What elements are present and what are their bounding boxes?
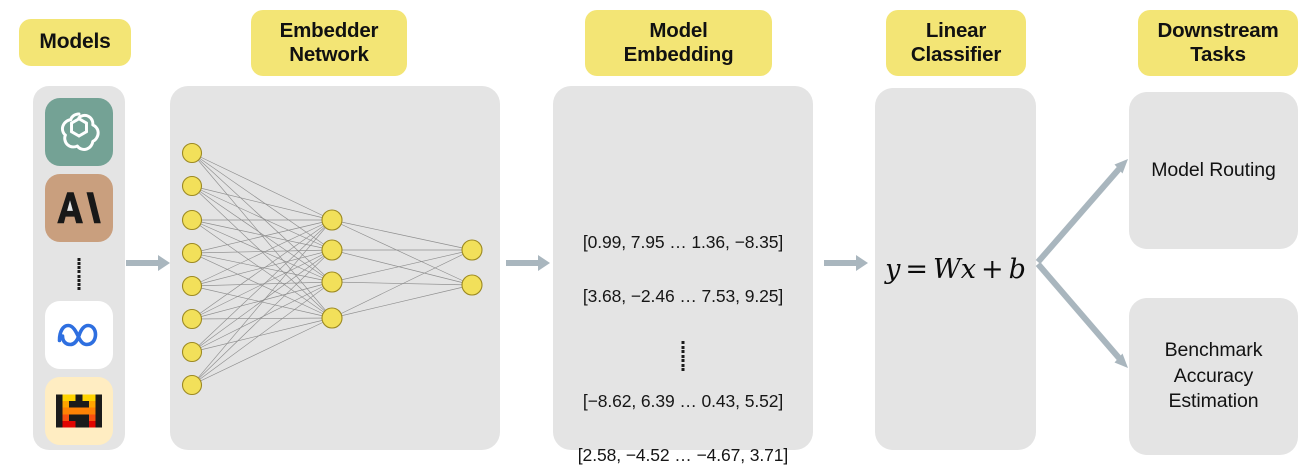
openai-logo bbox=[45, 98, 113, 166]
formula-plus: + bbox=[980, 253, 1004, 285]
embedding-ellipsis-icon bbox=[681, 341, 685, 371]
linear-classifier-panel: y = W x + b bbox=[875, 88, 1036, 450]
anthropic-logo bbox=[45, 174, 113, 242]
embedding-vector-row: [3.68, −2.46 … 7.53, 9.25] bbox=[582, 286, 784, 306]
models-ellipsis-icon bbox=[77, 258, 81, 290]
arrow-embedder-to-embedding bbox=[506, 255, 550, 271]
formula-equals: = bbox=[905, 253, 928, 285]
embedding-vector-row: [−8.62, 6.39 … 0.43, 5.52] bbox=[582, 391, 784, 411]
classifier-formula: y = W x + b bbox=[875, 88, 1036, 450]
header-pill-downstream-tasks: Downstream Tasks bbox=[1138, 10, 1298, 76]
header-pill-embedder-network: Embedder Network bbox=[251, 10, 407, 76]
header-pill-models: Models bbox=[19, 19, 131, 66]
neural-network-graphic bbox=[181, 142, 483, 396]
formula-x: x bbox=[960, 253, 976, 285]
arrow-embedding-to-classifier bbox=[824, 255, 868, 271]
arrow-classifier-to-benchmark-accuracy bbox=[1035, 262, 1128, 368]
header-pill-model-embedding: Model Embedding bbox=[585, 10, 772, 76]
embedding-vector-row: [0.99, 7.95 … 1.36, −8.35] bbox=[582, 232, 784, 252]
model-embedding-panel: [0.99, 7.95 … 1.36, −8.35] [3.68, −2.46 … bbox=[553, 86, 813, 465]
formula-y: y bbox=[885, 253, 901, 285]
embedder-network-panel bbox=[170, 86, 500, 450]
arrow-models-to-embedder bbox=[126, 255, 170, 271]
embedding-vector-row: [2.58, −4.52 … −4.67, 3.71] bbox=[577, 445, 789, 465]
mistral-logo bbox=[45, 377, 113, 445]
downstream-task-benchmark-accuracy-estimation: Benchmark Accuracy Estimation bbox=[1129, 298, 1298, 455]
formula-W: W bbox=[932, 253, 961, 285]
arrow-classifier-to-model-routing bbox=[1035, 159, 1128, 264]
meta-logo bbox=[45, 301, 113, 369]
formula-b: b bbox=[1008, 253, 1026, 285]
downstream-task-model-routing: Model Routing bbox=[1129, 92, 1298, 249]
header-pill-linear-classifier: Linear Classifier bbox=[886, 10, 1026, 76]
models-panel bbox=[33, 86, 125, 450]
